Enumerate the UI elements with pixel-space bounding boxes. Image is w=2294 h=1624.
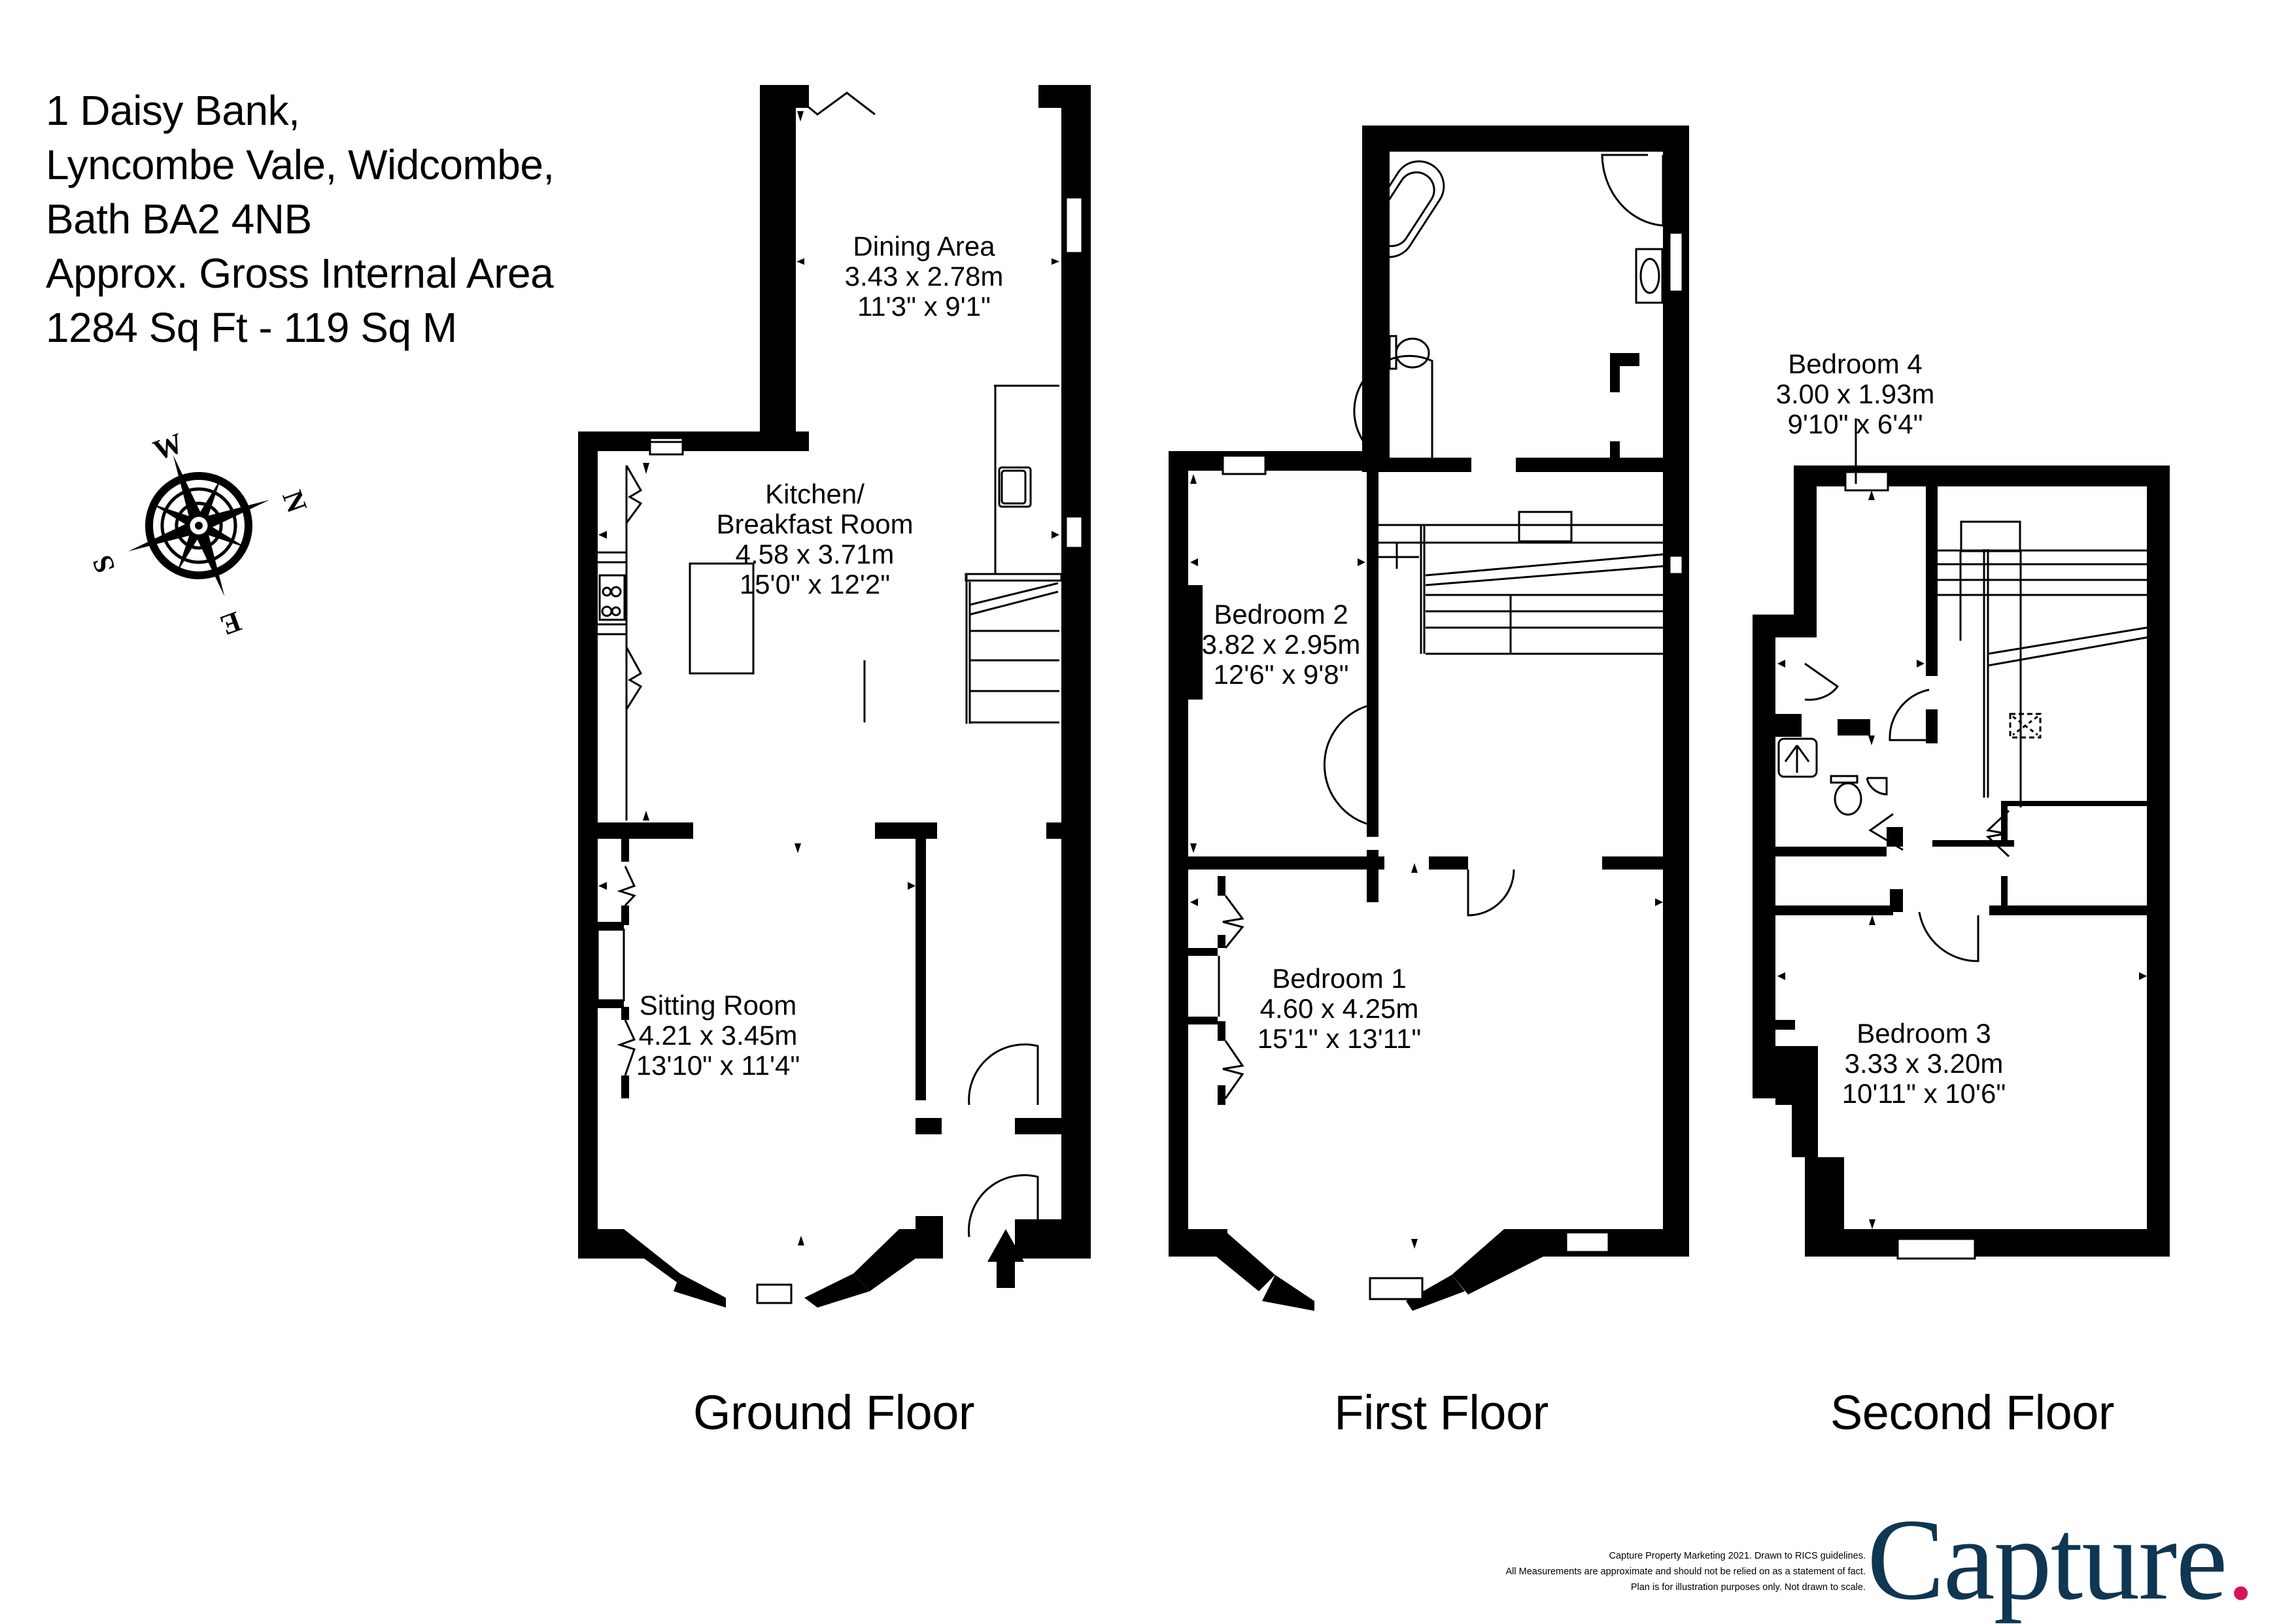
first-floor-plan (1169, 126, 1689, 1311)
disclaimer-line-3: Plan is for illustration purposes only. … (1630, 1582, 1866, 1593)
capture-logo: Capture. (1867, 1501, 2255, 1617)
address-line-postcode: Bath BA2 4NB (46, 195, 312, 243)
floor-title-second: Second Floor (1830, 1385, 2115, 1440)
room-name: Bedroom 1 (1272, 963, 1407, 994)
room-name: Bedroom 3 (1857, 1018, 1991, 1049)
first-floor-markers (1190, 474, 1663, 1249)
room-name-line1: Kitchen/ (765, 479, 865, 509)
room-metric: 3.33 x 3.20m (1844, 1048, 2004, 1079)
room-name-line2: Breakfast Room (716, 509, 914, 539)
room-imperial: 11'3" x 9'1" (857, 291, 991, 322)
measurement-markers (598, 111, 1059, 1245)
property-address-block: 1 Daisy Bank, Lyncombe Vale, Widcombe, B… (46, 84, 555, 355)
room-name: Sitting Room (639, 990, 797, 1021)
room-label-bedroom-1: Bedroom 1 4.60 x 4.25m 15'1" x 13'11" (1258, 964, 1422, 1054)
address-line-street: 1 Daisy Bank, (46, 87, 300, 134)
room-metric: 3.43 x 2.78m (844, 261, 1004, 292)
room-label-dining-area: Dining Area 3.43 x 2.78m 11'3" x 9'1" (845, 231, 1004, 322)
room-label-bedroom-4: Bedroom 4 3.00 x 1.93m 9'10" x 6'4" (1776, 349, 1935, 439)
room-imperial: 15'0" x 12'2" (739, 569, 891, 600)
room-metric: 4.21 x 3.45m (638, 1020, 798, 1051)
first-floor-fixtures (1218, 154, 1684, 1300)
room-metric: 4.58 x 3.71m (735, 539, 895, 569)
logo-dot: . (2226, 1495, 2255, 1624)
room-label-bedroom-2: Bedroom 2 3.82 x 2.95m 12'6" x 9'8" (1202, 600, 1361, 690)
disclaimer-line-1: Capture Property Marketing 2021. Drawn t… (1609, 1551, 1866, 1561)
logo-text: Capture (1867, 1495, 2227, 1624)
room-label-kitchen: Kitchen/ Breakfast Room 4.58 x 3.71m 15'… (716, 479, 913, 600)
room-imperial: 15'1" x 13'11" (1257, 1023, 1422, 1054)
room-name: Dining Area (853, 231, 995, 262)
second-floor-markers (1777, 490, 2147, 1229)
room-imperial: 9'10" x 6'4" (1787, 409, 1923, 439)
address-line-area: Lyncombe Vale, Widcombe, (46, 141, 555, 188)
room-imperial: 13'10" x 11'4" (636, 1050, 800, 1081)
entrance-arrow-icon (987, 1229, 1024, 1288)
bath-icon (1363, 160, 1445, 258)
room-metric: 4.60 x 4.25m (1259, 993, 1419, 1024)
floor-title-first: First Floor (1334, 1385, 1549, 1440)
ground-floor-fixtures (596, 92, 1084, 1304)
ground-floor-plan (578, 85, 1091, 1308)
room-name: Bedroom 2 (1214, 599, 1348, 630)
compass-rose-icon (128, 454, 270, 597)
disclaimer-block: Capture Property Marketing 2021. Drawn t… (1505, 1548, 1866, 1595)
room-label-sitting-room: Sitting Room 4.21 x 3.45m 13'10" x 11'4" (636, 990, 800, 1081)
area-value: 1284 Sq Ft - 119 Sq M (46, 304, 457, 351)
area-heading: Approx. Gross Internal Area (46, 250, 554, 297)
compass-west-label: W (149, 427, 187, 467)
disclaimer-line-2: All Measurements are approximate and sho… (1505, 1566, 1866, 1577)
room-metric: 3.00 x 1.93m (1775, 379, 1935, 409)
second-floor-plan (1753, 465, 2170, 1257)
room-imperial: 12'6" x 9'8" (1213, 659, 1349, 690)
compass-east-label: E (216, 605, 245, 642)
compass-north-label: N (276, 486, 313, 517)
floor-title-ground: Ground Floor (693, 1385, 974, 1440)
second-floor-fixtures (1777, 418, 2148, 1260)
room-imperial: 10'11" x 10'6" (1841, 1078, 2006, 1109)
room-name: Bedroom 4 (1788, 348, 1923, 379)
room-label-bedroom-3: Bedroom 3 3.33 x 3.20m 10'11" x 10'6" (1842, 1019, 2006, 1109)
room-metric: 3.82 x 2.95m (1201, 629, 1361, 660)
compass-south-label: S (86, 551, 121, 577)
